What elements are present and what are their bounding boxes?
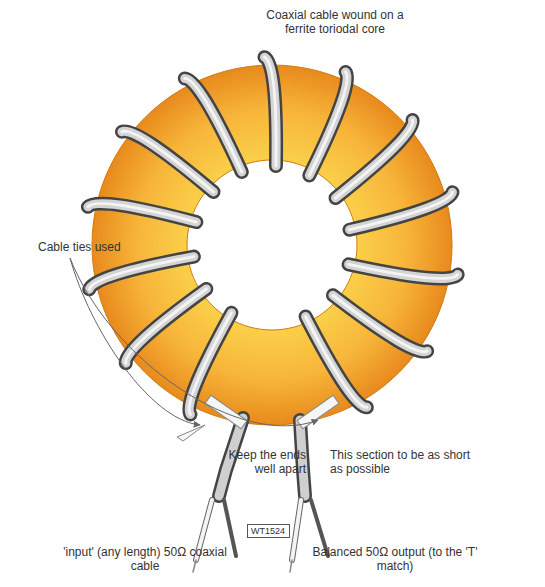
figure-code: WT1524	[251, 526, 285, 536]
callout-label: Cable ties used	[38, 240, 138, 254]
cable-label: 'input' (any length) 50Ω coaxial cable	[60, 545, 230, 573]
output-label: Balanced 50Ω output (to the 'T' match)	[300, 545, 490, 573]
note-label: Keep the ends well apart	[222, 448, 306, 476]
note-label: This section to be as short as possible	[330, 448, 480, 476]
cable-tie	[177, 395, 339, 441]
title-callout: Coaxial cable wound on a ferrite torioda…	[255, 8, 415, 36]
leader-line	[70, 258, 318, 426]
figure-code-box: WT1524	[247, 524, 290, 538]
